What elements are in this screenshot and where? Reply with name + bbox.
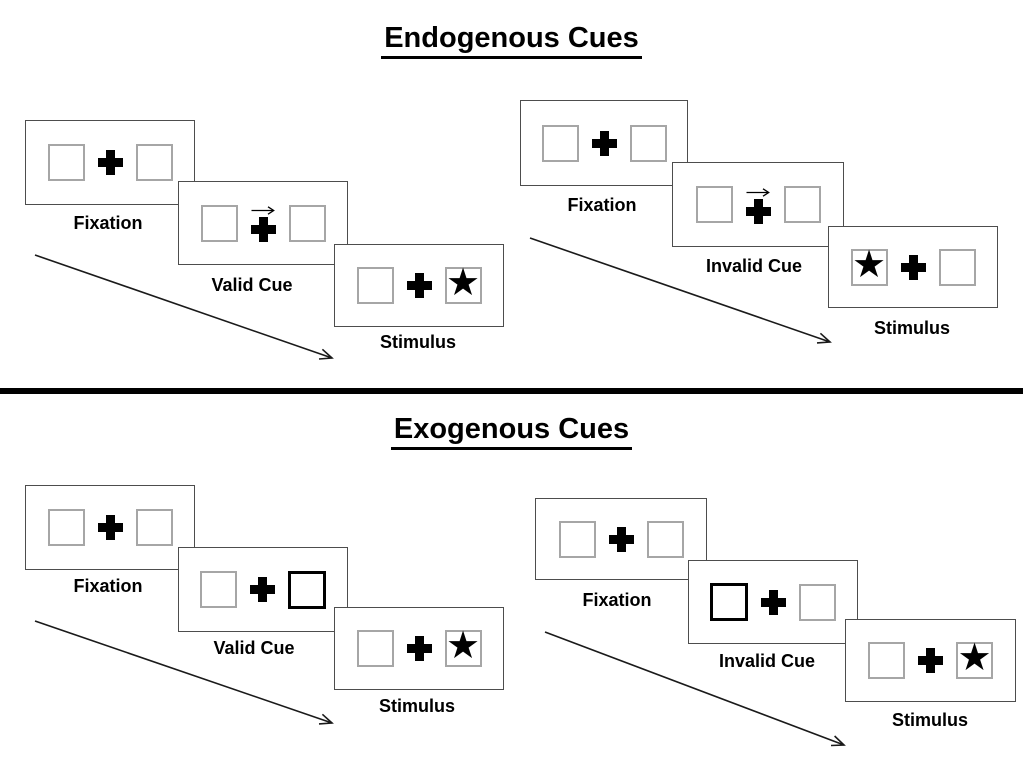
fixation-cross-icon bbox=[406, 273, 432, 298]
star-icon: ★ bbox=[851, 243, 887, 286]
step-label: Stimulus bbox=[891, 710, 969, 730]
cue-panel bbox=[688, 560, 858, 644]
step-label: Invalid Cue bbox=[705, 256, 803, 276]
step-label: Stimulus bbox=[378, 696, 456, 716]
fixation-cross-icon bbox=[745, 198, 771, 224]
star-icon: ★ bbox=[445, 625, 481, 667]
placeholder-box-left bbox=[47, 144, 85, 181]
sequence-order-arrow bbox=[544, 631, 846, 747]
fixation-cross-icon bbox=[761, 589, 786, 615]
central-cue bbox=[745, 186, 771, 224]
placeholder-box-right bbox=[646, 520, 684, 558]
cue-panel bbox=[178, 547, 348, 632]
section-divider bbox=[0, 388, 1023, 394]
placeholder-box-right bbox=[629, 124, 667, 162]
fixation-cross-icon bbox=[250, 577, 275, 602]
target-box-left: ★ bbox=[850, 243, 888, 286]
fixation-panel bbox=[25, 120, 195, 205]
target-box-right: ★ bbox=[444, 262, 482, 304]
target-box-right: ★ bbox=[956, 637, 993, 679]
cue-arrow-right-icon bbox=[251, 206, 275, 215]
stimulus-panel: ★ bbox=[334, 244, 504, 327]
fixation-cross-icon bbox=[97, 515, 123, 540]
stimulus-panel: ★ bbox=[845, 619, 1016, 702]
cue-arrow-right-icon bbox=[746, 187, 770, 197]
exogenous-title: Exogenous Cues bbox=[390, 413, 633, 450]
highlighted-cue-box-right bbox=[288, 570, 326, 609]
sequence-order-arrow bbox=[529, 237, 832, 344]
fixation-cross-icon bbox=[900, 254, 926, 280]
fixation-cross-icon bbox=[608, 526, 634, 552]
fixation-cross-icon bbox=[406, 636, 432, 661]
placeholder-box-right bbox=[288, 204, 326, 242]
fixation-cross-icon bbox=[250, 217, 276, 242]
step-label: Fixation bbox=[567, 195, 637, 215]
fixation-cross-icon bbox=[918, 648, 943, 673]
fixation-panel bbox=[535, 498, 707, 580]
cue-panel bbox=[672, 162, 844, 247]
placeholder-box-left bbox=[695, 186, 733, 223]
placeholder-box-left bbox=[356, 630, 394, 667]
stimulus-panel: ★ bbox=[334, 607, 504, 690]
placeholder-box-right bbox=[783, 186, 821, 223]
step-label: Valid Cue bbox=[211, 275, 293, 295]
placeholder-box-left bbox=[356, 267, 394, 304]
endogenous-title: Endogenous Cues bbox=[381, 22, 642, 59]
placeholder-box-right bbox=[938, 248, 976, 286]
step-label: Fixation bbox=[73, 213, 143, 233]
step-label: Invalid Cue bbox=[718, 651, 816, 671]
highlighted-cue-box-left bbox=[710, 583, 748, 621]
placeholder-box-left bbox=[868, 642, 905, 679]
step-label: Stimulus bbox=[873, 318, 951, 338]
star-icon: ★ bbox=[445, 262, 481, 304]
stimulus-panel: ★ bbox=[828, 226, 998, 308]
step-label: Fixation bbox=[582, 590, 652, 610]
step-label: Fixation bbox=[73, 576, 143, 596]
placeholder-box-left bbox=[541, 124, 579, 162]
placeholder-box-right bbox=[799, 583, 836, 621]
exogenous-section-header: Exogenous Cues bbox=[0, 413, 1023, 450]
fixation-panel bbox=[520, 100, 688, 186]
sequence-order-arrow bbox=[34, 254, 334, 360]
placeholder-box-left bbox=[200, 204, 238, 242]
placeholder-box-right bbox=[135, 144, 173, 181]
endogenous-section-header: Endogenous Cues bbox=[0, 22, 1023, 59]
placeholder-box-left bbox=[558, 520, 596, 558]
placeholder-box-left bbox=[47, 509, 85, 546]
star-icon: ★ bbox=[957, 637, 992, 679]
fixation-cross-icon bbox=[97, 150, 123, 175]
cue-panel bbox=[178, 181, 348, 265]
fixation-panel bbox=[25, 485, 195, 570]
placeholder-box-left bbox=[200, 571, 237, 608]
step-label: Valid Cue bbox=[213, 638, 295, 658]
fixation-cross-icon bbox=[591, 130, 617, 156]
target-box-right: ★ bbox=[444, 625, 482, 667]
sequence-order-arrow bbox=[34, 620, 334, 725]
central-cue bbox=[250, 204, 276, 242]
step-label: Stimulus bbox=[379, 332, 457, 352]
placeholder-box-right bbox=[135, 509, 173, 546]
